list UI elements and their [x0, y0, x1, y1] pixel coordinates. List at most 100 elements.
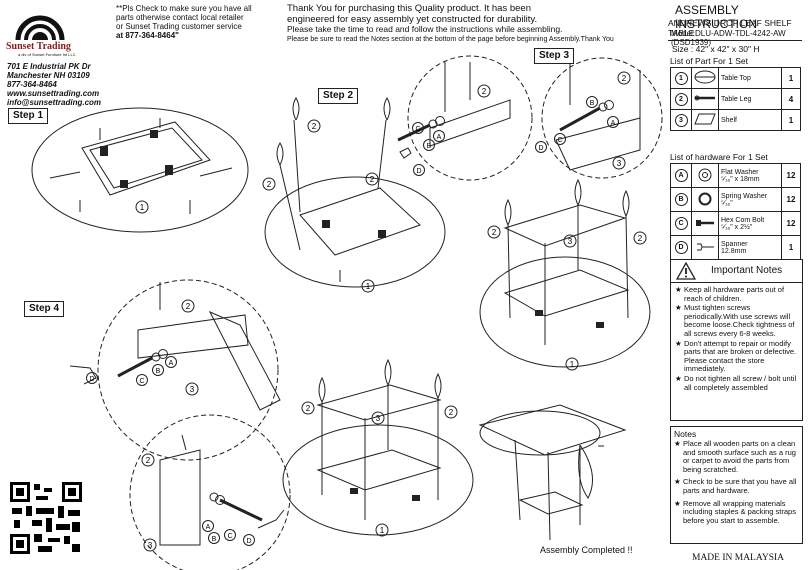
- star-icon: ★: [675, 303, 682, 313]
- check-note-line2: parts otherwise contact local retailer: [116, 13, 244, 22]
- callout-text: 1: [570, 360, 575, 369]
- note-text: Remove all wrapping materials including …: [683, 498, 796, 525]
- check-note: **Pls Check to make sure you have all pa…: [116, 4, 276, 40]
- address-line1: 701 E Industrial PK Dr: [7, 62, 91, 71]
- step1-callout-1: 1: [135, 200, 149, 214]
- part-num-cell: 1: [670, 67, 692, 89]
- brand-email[interactable]: info@sunsettrading.com: [7, 98, 102, 107]
- part-image-cell: [691, 88, 719, 110]
- hardware-image-cell: [691, 163, 719, 188]
- callout-text: 2: [638, 234, 643, 243]
- callout-text: D: [246, 538, 251, 545]
- table-row: 2 Table Leg 4: [670, 88, 801, 110]
- brand-address: 701 E Industrial PK Dr Manchester NH 031…: [7, 62, 117, 107]
- callout-text: A: [611, 120, 616, 127]
- star-icon: ★: [674, 477, 681, 487]
- intro-line2: engineered for easy assembly yet constru…: [287, 14, 538, 25]
- brand-website[interactable]: www.sunsettrading.com: [7, 89, 100, 98]
- hardware-spec: ⁵⁄₁₆": [721, 199, 733, 207]
- part-num-cell: 2: [670, 88, 692, 110]
- hardware-qty: 12: [781, 187, 801, 212]
- step1-drawing: [31, 107, 249, 233]
- flat-washer-icon: [698, 168, 712, 181]
- callout-text: 2: [622, 74, 627, 83]
- hardware-letter: A: [674, 169, 688, 182]
- step2-label: Step 2: [318, 88, 359, 104]
- intro-text: Thank You for purchasing this Quality pr…: [287, 3, 617, 44]
- brand-subtitle: a div of Sunset Furniture Int LLC: [18, 52, 76, 57]
- part-image-cell: [691, 67, 719, 89]
- list-item: ★Don't attempt to repair or modify parts…: [675, 338, 799, 374]
- note-text: Check to be sure that you have all parts…: [683, 477, 797, 495]
- step1-label: Step 1: [8, 108, 49, 124]
- callout-text: D: [89, 376, 94, 383]
- table-leg-icon: [694, 95, 715, 101]
- callout-text: 1: [366, 282, 371, 291]
- hardware-spec: 12.8mm: [721, 247, 747, 255]
- part-qty: 1: [781, 109, 801, 131]
- hardware-name: Hex Com Bolt: [721, 216, 765, 224]
- step3-detail-circle: 2 3 B A C D: [535, 57, 663, 179]
- callout-text: 3: [148, 541, 153, 550]
- step4-label: Step 4: [24, 301, 65, 317]
- table-top-icon: [694, 70, 716, 84]
- step3-label: Step 3: [534, 48, 575, 64]
- hardware-image-cell: [691, 187, 719, 212]
- header-divider: [668, 40, 802, 41]
- step4-lower-detail-circle: 2 3 A B C D: [129, 414, 291, 570]
- star-icon: ★: [674, 498, 681, 508]
- star-icon: ★: [675, 338, 682, 348]
- assembly-diagram: 1 2 2 2 1 C B A D 2: [31, 55, 663, 570]
- header-model: Model:DLU-ADW-TDL-4242-AW (DSD1939): [671, 29, 786, 47]
- brand-name: Sunset Trading: [6, 41, 71, 52]
- step4-drawing: 3 2 2 1: [282, 358, 474, 537]
- qr-code[interactable]: [10, 482, 82, 554]
- intro-line3: Please take the time to read and follow …: [287, 24, 563, 34]
- list-item: ★Remove all wrapping materials including…: [674, 498, 799, 526]
- callout-text: D: [416, 168, 421, 175]
- header-size: Size : 42" x 42" x 30" H: [672, 44, 760, 54]
- part-num-cell: 3: [670, 109, 692, 131]
- list-item: ★Do not tighten all screw / bolt until a…: [675, 374, 799, 392]
- part-number: 2: [674, 92, 688, 106]
- list-item: ★Keep all hardware parts out of reach of…: [675, 285, 799, 303]
- brand-phone: 877-364-8464: [7, 80, 57, 89]
- brand-logo: [10, 6, 70, 44]
- step3-drawing: 3 2 2 1: [479, 178, 651, 371]
- step2-hardware: [397, 116, 445, 159]
- step2-callouts: 2 2 2 1 C B A D: [262, 119, 445, 293]
- part-number: 3: [674, 113, 688, 127]
- note-text: Keep all hardware parts out of reach of …: [684, 285, 785, 303]
- hardware-num-cell: A: [670, 163, 692, 188]
- callout-text: 2: [146, 456, 151, 465]
- assembly-completed-label: Assembly Completed !!: [540, 545, 633, 555]
- callout-text: 3: [376, 414, 381, 423]
- callout-text: B: [590, 100, 595, 107]
- check-note-line1: **Pls Check to make sure you have all: [116, 4, 252, 13]
- notes-content: Notes ★Place all wooden parts on a clean…: [671, 427, 802, 525]
- list-item: ★Place all wooden parts on a clean and s…: [674, 439, 799, 474]
- callout-text: C: [415, 126, 420, 133]
- header-title: ASSEMBLY INSTRUCTION: [675, 3, 757, 31]
- made-in-label: MADE IN MALAYSIA: [692, 553, 785, 563]
- part-name: Table Top: [718, 67, 782, 89]
- callout-text: 2: [306, 404, 311, 413]
- table-row: 3 Shelf 1: [670, 109, 801, 131]
- step2-detail-circle: 2: [407, 55, 533, 181]
- address-line2: Manchester NH 03109: [7, 71, 90, 80]
- hardware-num-cell: B: [670, 187, 692, 212]
- hardware-name: Spring Washer: [721, 192, 768, 200]
- hardware-image-cell: [691, 211, 719, 236]
- callout-text: 2: [186, 302, 191, 311]
- completed-table-drawing: [478, 404, 627, 541]
- callout-text: C: [139, 378, 144, 385]
- list-item: ★Must tighten screws periodically.With u…: [675, 303, 799, 338]
